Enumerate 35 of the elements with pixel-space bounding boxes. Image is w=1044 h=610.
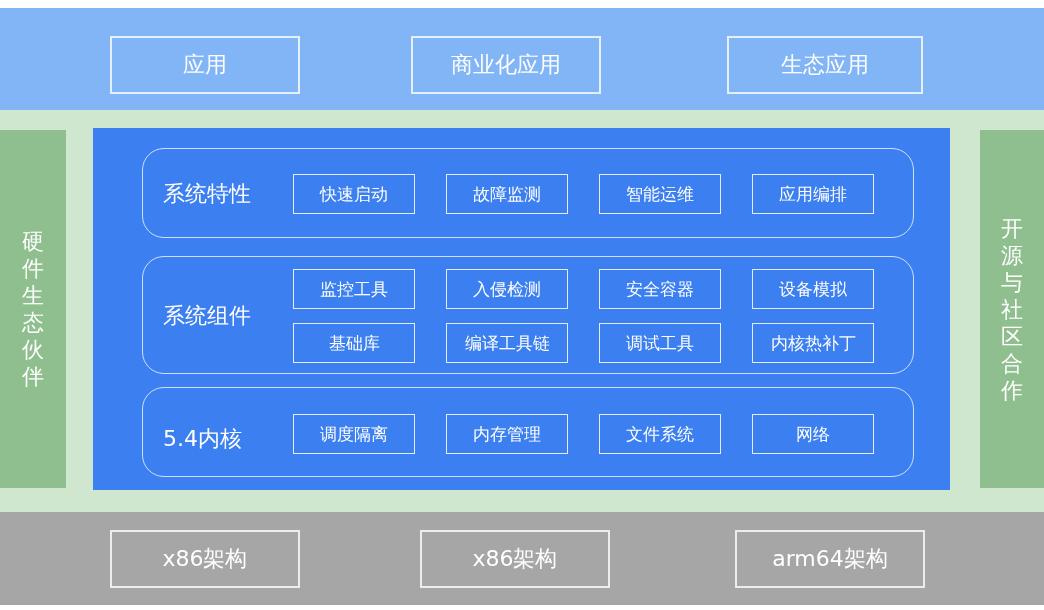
side-title: 硬件生态伙伴	[21, 228, 45, 390]
layer-title: 系统特性	[163, 180, 251, 208]
hardware-layer-band	[0, 512, 1044, 605]
module-item: 智能运维	[599, 174, 721, 214]
side-panel	[0, 130, 66, 488]
layer-item: 应用	[110, 36, 300, 94]
layer-item: 商业化应用	[411, 36, 601, 94]
module-item: 调试工具	[599, 323, 721, 363]
side-panel	[980, 130, 1044, 488]
module-item: 调度隔离	[293, 414, 415, 454]
layer-title: 系统组件	[163, 302, 251, 330]
side-title: 开源与社区合作	[1000, 214, 1024, 404]
layer-item: x86架构	[110, 530, 300, 588]
module-item: 入侵检测	[446, 269, 568, 309]
module-item: 基础库	[293, 323, 415, 363]
layer-panel	[142, 148, 914, 238]
module-item: 安全容器	[599, 269, 721, 309]
module-item: 内核热补丁	[752, 323, 874, 363]
module-item: 监控工具	[293, 269, 415, 309]
module-item: 故障监测	[446, 174, 568, 214]
module-item: 内存管理	[446, 414, 568, 454]
application-layer-band	[0, 8, 1044, 110]
module-item: 网络	[752, 414, 874, 454]
layer-title: 5.4内核	[163, 425, 242, 453]
module-item: 设备模拟	[752, 269, 874, 309]
module-item: 文件系统	[599, 414, 721, 454]
module-item: 应用编排	[752, 174, 874, 214]
layer-item: 生态应用	[727, 36, 923, 94]
layer-item: x86架构	[420, 530, 610, 588]
layer-item: arm64架构	[735, 530, 925, 588]
layer-panel	[142, 256, 914, 374]
layer-panel	[142, 387, 914, 477]
os-panel	[93, 128, 950, 490]
module-item: 快速启动	[293, 174, 415, 214]
module-item: 编译工具链	[446, 323, 568, 363]
